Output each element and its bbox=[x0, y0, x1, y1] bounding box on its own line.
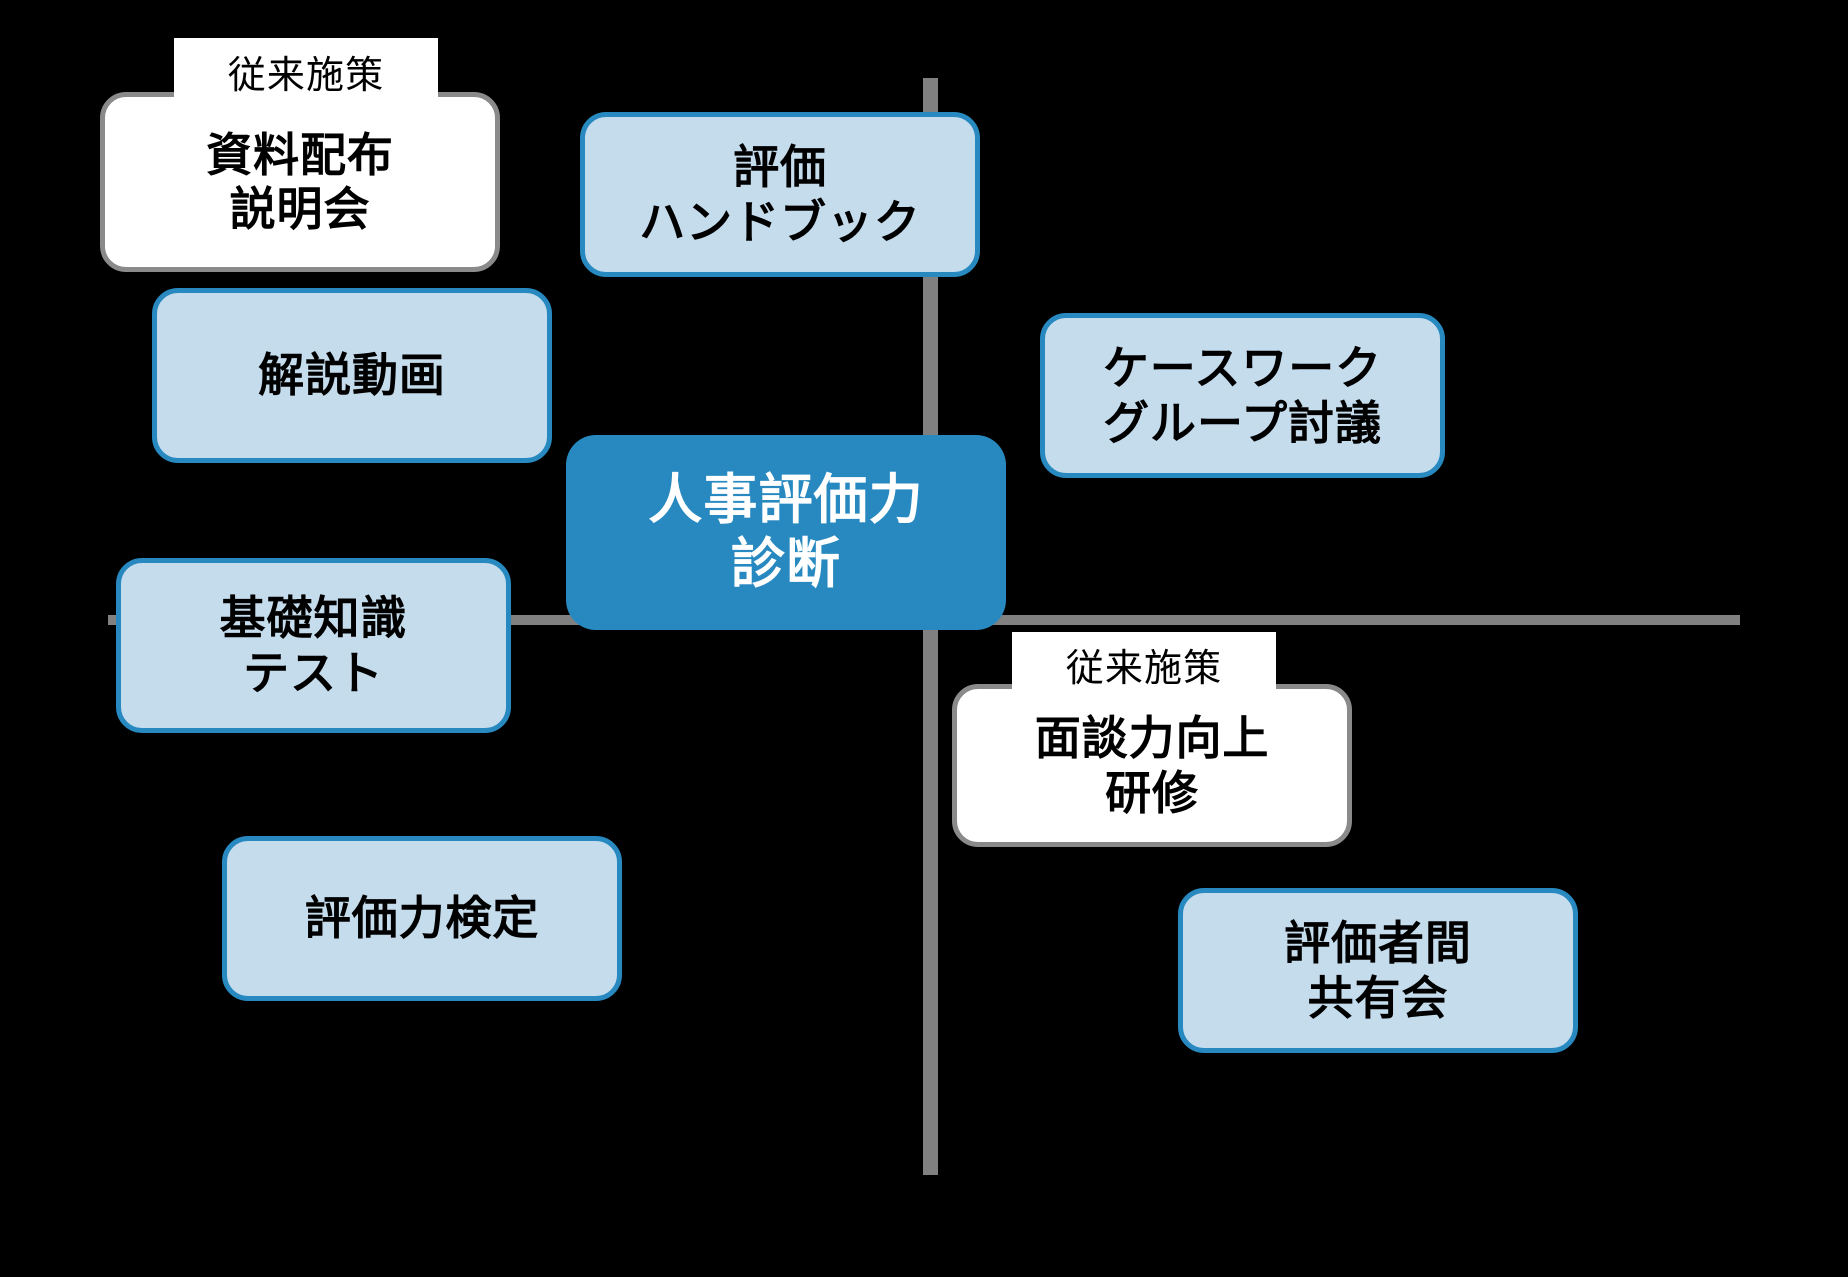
node-group-shiryo-haifu: 資料配布 説明会 従来施策 bbox=[100, 38, 510, 278]
node-hyouka-handbook[interactable]: 評価 ハンドブック bbox=[580, 112, 980, 277]
node-jinji-hyoukaryoku-shindan[interactable]: 人事評価力 診断 bbox=[566, 435, 1006, 630]
node-mendanryoku-kenshu[interactable]: 面談力向上 研修 bbox=[952, 684, 1352, 847]
node-casework-group[interactable]: ケースワーク グループ討議 bbox=[1040, 313, 1445, 478]
node-group-mendanryoku-kenshu: 面談力向上 研修 従来施策 bbox=[952, 632, 1362, 847]
legacy-tab-mendanryoku-kenshu: 従来施策 bbox=[1012, 632, 1276, 696]
node-hyoukasha-kan-kyouyukai[interactable]: 評価者間 共有会 bbox=[1178, 888, 1578, 1053]
node-hyoukaryoku-kentei[interactable]: 評価力検定 bbox=[222, 836, 622, 1001]
node-shiryo-haifu[interactable]: 資料配布 説明会 bbox=[100, 92, 500, 272]
node-kaisetsu-douga[interactable]: 解説動画 bbox=[152, 288, 552, 463]
node-kiso-chishiki-test[interactable]: 基礎知識 テスト bbox=[116, 558, 511, 733]
legacy-tab-shiryo-haifu: 従来施策 bbox=[174, 38, 438, 104]
